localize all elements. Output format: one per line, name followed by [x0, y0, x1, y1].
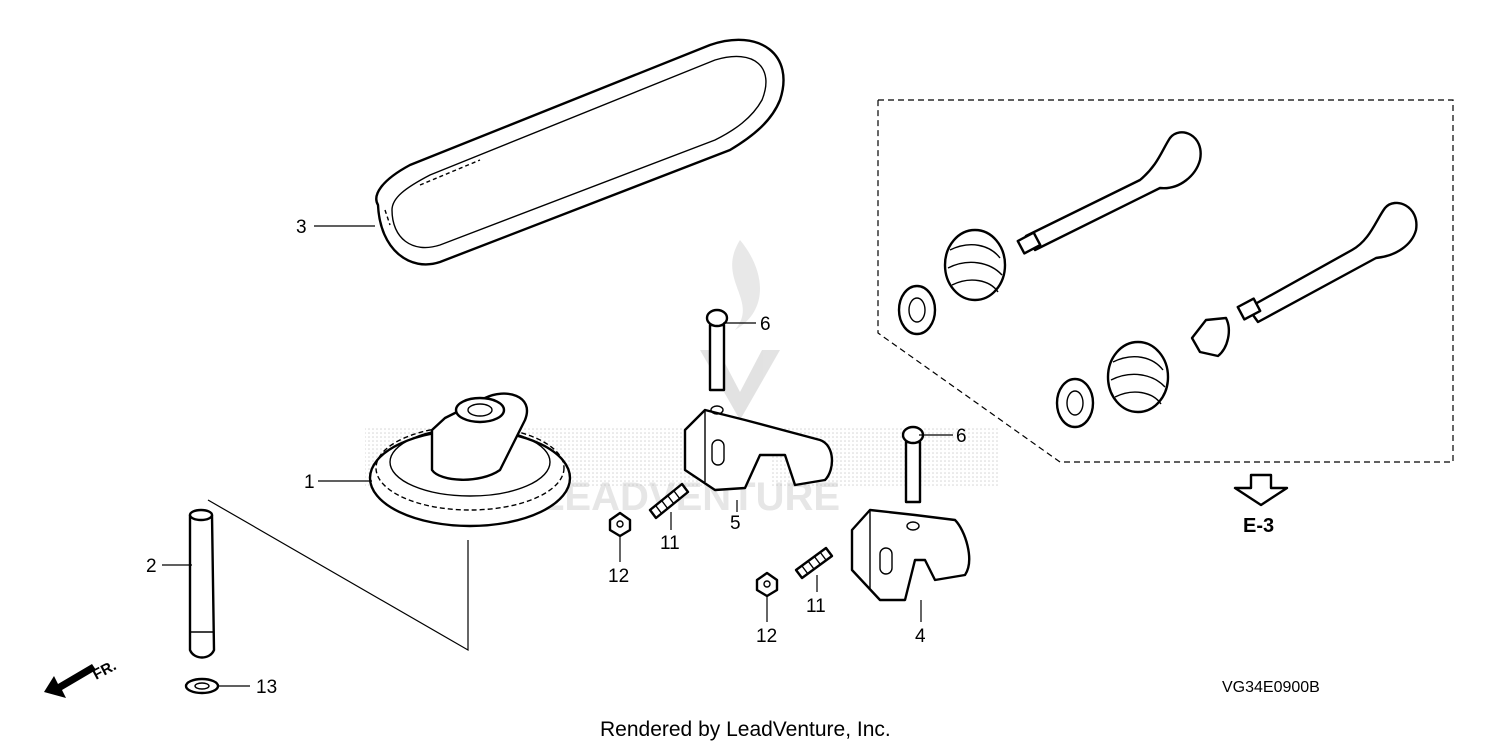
valve-group-box: [877, 99, 1454, 463]
pivot-bolt-upper: [705, 308, 729, 415]
callout-3: 3: [296, 217, 307, 238]
callout-5: 5: [730, 513, 741, 534]
front-direction-arrow-icon: [44, 664, 96, 698]
callout-2: 2: [146, 556, 157, 577]
callout-6-lower: 6: [956, 426, 967, 447]
adjusting-screw-upper: [648, 482, 690, 520]
camshaft-gear: [368, 392, 572, 528]
camshaft-pin: [188, 508, 216, 659]
drive-belt: [375, 38, 785, 266]
rocker-arm-intake: [683, 408, 834, 492]
nut-lower: [755, 571, 779, 598]
front-direction-label: FR.: [90, 657, 119, 683]
assembly-line: [207, 499, 469, 652]
callout-12-lower: 12: [756, 626, 777, 647]
callout-11-upper: 11: [660, 533, 680, 554]
rocker-arm-exhaust: [850, 508, 971, 602]
watermark-text: LEADVENTURE: [540, 475, 840, 519]
adjusting-screw-lower: [794, 546, 834, 580]
callout-1: 1: [304, 472, 315, 493]
footer-credit: Rendered by LeadVenture, Inc.: [600, 718, 891, 741]
reference-label: E-3: [1243, 515, 1274, 537]
callout-13: 13: [256, 677, 277, 698]
leader-lines: [162, 225, 953, 687]
callout-11-lower: 11: [806, 596, 826, 617]
diagram-code: VG34E0900B: [1222, 679, 1320, 696]
callout-4: 4: [915, 626, 926, 647]
callout-6-upper: 6: [760, 314, 771, 335]
callout-12-upper: 12: [608, 566, 629, 587]
nut-upper: [608, 511, 632, 538]
washer: [184, 677, 220, 695]
pivot-bolt-lower: [901, 425, 925, 531]
reference-arrow-icon: [1233, 473, 1289, 507]
